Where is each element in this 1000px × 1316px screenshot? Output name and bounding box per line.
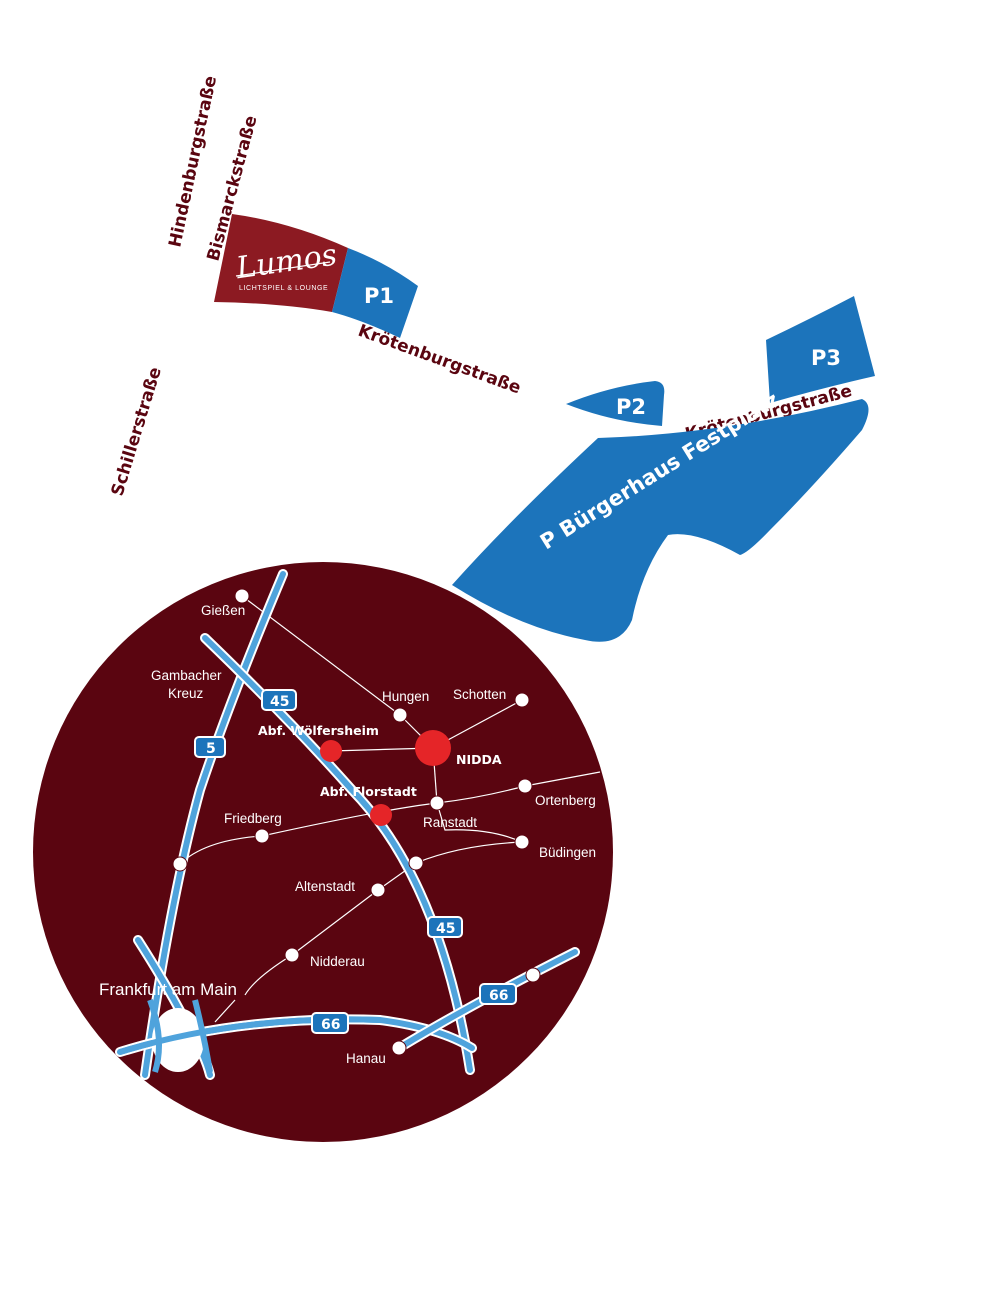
town-label-ortenberg: Ortenberg: [535, 793, 596, 808]
town-label-ranstadt: Ranstadt: [423, 815, 477, 830]
town-dot-buedingen: [514, 834, 530, 850]
parking-label-p1: P1: [364, 284, 394, 308]
highway-shield-a5: 5: [194, 736, 226, 758]
highway-shield-a45-top: 45: [261, 689, 297, 711]
road-ranstadt-buedingen: [436, 802, 523, 843]
highway-shield-a66-right: 66: [479, 983, 517, 1005]
parking-label-p3: P3: [811, 346, 841, 370]
road-frankfurt-access: [214, 999, 236, 1023]
parking-lot-p1: [332, 248, 418, 338]
highway-number-a66-right: 66: [489, 988, 508, 1004]
town-label-nidderau: Nidderau: [310, 954, 365, 969]
parking-lot-festplatz: [452, 399, 869, 642]
lumos-venue-building: [214, 214, 348, 312]
town-label-buedingen: Büdingen: [539, 845, 596, 860]
town-dot-giessen: [234, 588, 250, 604]
highway-shield-a45-bottom: 45: [427, 916, 463, 938]
town-label-schotten: Schotten: [453, 687, 506, 702]
town-dot-ortenberg: [517, 778, 533, 794]
town-dot-a45-junction: [408, 855, 424, 871]
town-dot-nidderau: [284, 947, 300, 963]
town-dot-a66-east: [525, 967, 541, 983]
town-label-kreuz: Kreuz: [168, 686, 204, 701]
highway-shield-a66-left: 66: [311, 1012, 349, 1034]
exit-dot-woelfersheim: [320, 740, 342, 762]
town-dot-altenstadt: [370, 882, 386, 898]
town-label-altenstadt: Altenstadt: [295, 879, 355, 894]
town-label-giessen: Gießen: [201, 603, 245, 618]
logo-underline: [235, 261, 331, 277]
town-dot-hungen: [392, 707, 408, 723]
town-label-friedberg: Friedberg: [224, 811, 282, 826]
target-dot-nidda: [415, 730, 451, 766]
street-label-schillerstrasse: Schillerstraße: [108, 365, 166, 499]
town-dot-ranstadt: [429, 795, 445, 811]
town-dot-friedberg: [254, 828, 270, 844]
town-label-hanau: Hanau: [346, 1051, 386, 1066]
town-label-nidda: NIDDA: [456, 752, 502, 767]
parking-lot-p3: [766, 296, 875, 403]
exit-label-florstadt: Abf. Florstadt: [320, 784, 417, 799]
regional-map: Gießen Gambacher Kreuz Hungen Schotten N…: [99, 569, 601, 1080]
highway-number-a45-bottom: 45: [436, 921, 455, 937]
exit-dot-florstadt: [370, 804, 392, 826]
parking-lot-p2: [566, 381, 665, 426]
highway-number-a66-left: 66: [321, 1017, 340, 1033]
town-dot-hanau: [391, 1040, 407, 1056]
lumos-subtitle: LICHTSPIEL & LOUNGE: [239, 285, 328, 292]
town-dot-a5-junction: [172, 856, 188, 872]
exit-label-woelfersheim: Abf. Wölfersheim: [258, 723, 379, 738]
parking-label-p2: P2: [616, 395, 646, 419]
town-label-frankfurt: Frankfurt am Main: [99, 980, 237, 999]
town-label-hungen: Hungen: [382, 689, 429, 704]
highway-number-a45-top: 45: [270, 694, 289, 710]
highway-number-a5: 5: [206, 741, 216, 757]
street-label-kroetenburgstrasse-upper: Krötenburgstraße: [355, 321, 523, 399]
frankfurt-city-area: [152, 1008, 204, 1072]
town-dot-schotten: [514, 692, 530, 708]
town-label-gambacher: Gambacher: [151, 668, 222, 683]
